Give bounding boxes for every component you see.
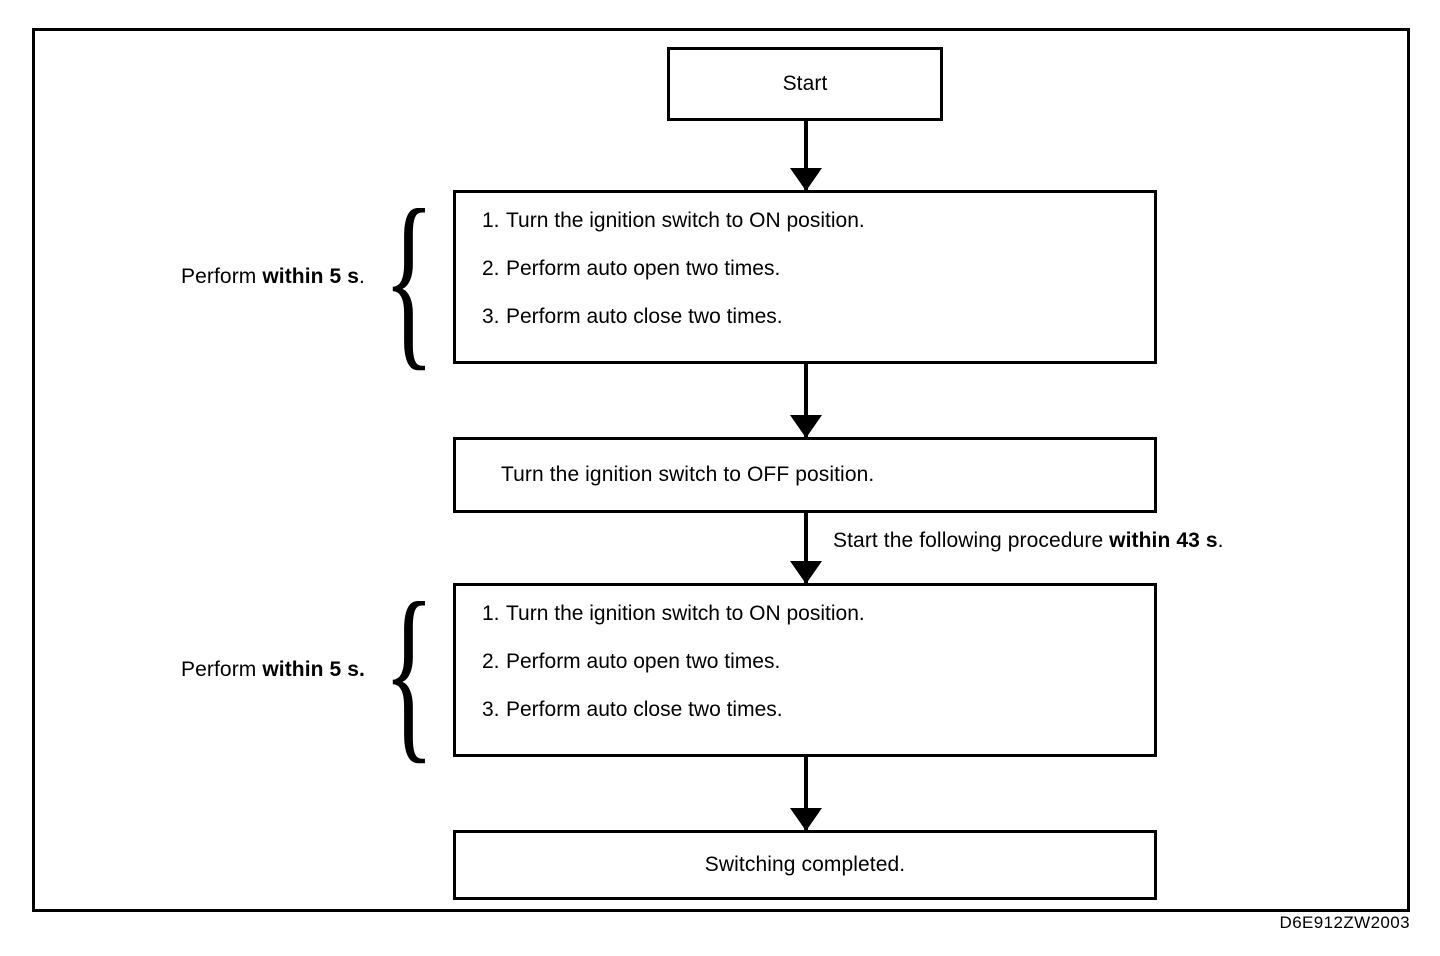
arrow-head-icon	[790, 415, 822, 438]
annotation-emphasis: within 5 s	[262, 265, 360, 288]
procedure-2-step-list: 1. Turn the ignition switch to ON positi…	[482, 603, 1144, 720]
node-start-label: Start	[782, 72, 828, 95]
arrow-procedure-1-to-ignition-off	[790, 364, 822, 438]
procedure-1-step-list: 1. Turn the ignition switch to ON positi…	[482, 210, 1144, 327]
annotation-suffix: .	[1217, 529, 1224, 552]
step-number: 2.	[482, 257, 500, 280]
step-text: Turn the ignition switch to ON position.	[506, 209, 865, 232]
node-procedure-1: 1. Turn the ignition switch to ON positi…	[453, 190, 1157, 364]
node-switching-completed: Switching completed.	[453, 830, 1157, 900]
list-item: 1. Turn the ignition switch to ON positi…	[482, 210, 1144, 231]
arrow-head-icon	[790, 808, 822, 831]
figure-reference-code: D6E912ZW2003	[1279, 913, 1410, 932]
arrow-procedure-2-to-completed	[790, 757, 822, 831]
step-number: 1.	[482, 602, 500, 625]
annotation-within-43s: Start the following procedure within 43 …	[833, 529, 1224, 553]
annotation-perform-within-5s-first: Perform within 5 s. {	[181, 170, 435, 387]
node-ignition-off-label: Turn the ignition switch to OFF position…	[501, 463, 875, 486]
list-item: 2. Perform auto open two times.	[482, 651, 1144, 672]
step-number: 2.	[482, 650, 500, 673]
step-number: 3.	[482, 698, 500, 721]
step-text: Perform auto open two times.	[506, 650, 781, 673]
step-text: Perform auto close two times.	[506, 305, 783, 328]
step-text: Perform auto open two times.	[506, 257, 781, 280]
annotation-prefix: Perform	[181, 265, 263, 288]
list-item: 3. Perform auto close two times.	[482, 699, 1144, 720]
annotation-suffix: .	[359, 265, 365, 288]
annotation-text: Perform within 5 s.	[181, 265, 365, 289]
step-text: Perform auto close two times.	[506, 698, 783, 721]
step-number: 1.	[482, 209, 500, 232]
node-procedure-2: 1. Turn the ignition switch to ON positi…	[453, 583, 1157, 757]
node-start: Start	[667, 47, 943, 121]
step-number: 3.	[482, 305, 500, 328]
node-ignition-off: Turn the ignition switch to OFF position…	[453, 437, 1157, 513]
arrow-start-to-procedure-1	[790, 121, 822, 191]
list-item: 3. Perform auto close two times.	[482, 306, 1144, 327]
arrow-head-icon	[790, 168, 822, 191]
annotation-text: Perform within 5 s.	[181, 658, 365, 682]
annotation-emphasis: within 5 s.	[262, 658, 365, 681]
annotation-prefix: Start the following procedure	[833, 529, 1110, 552]
figure-frame: Start 1. Turn the ignition switch to ON …	[32, 28, 1410, 912]
list-item: 2. Perform auto open two times.	[482, 258, 1144, 279]
arrow-head-icon	[790, 561, 822, 584]
annotation-emphasis: within 43 s	[1109, 529, 1218, 552]
arrow-ignition-off-to-procedure-2	[790, 513, 822, 584]
list-item: 1. Turn the ignition switch to ON positi…	[482, 603, 1144, 624]
annotation-perform-within-5s-second: Perform within 5 s. {	[181, 563, 435, 780]
node-switching-completed-label: Switching completed.	[704, 853, 906, 876]
annotation-prefix: Perform	[181, 658, 263, 681]
step-text: Turn the ignition switch to ON position.	[506, 602, 865, 625]
